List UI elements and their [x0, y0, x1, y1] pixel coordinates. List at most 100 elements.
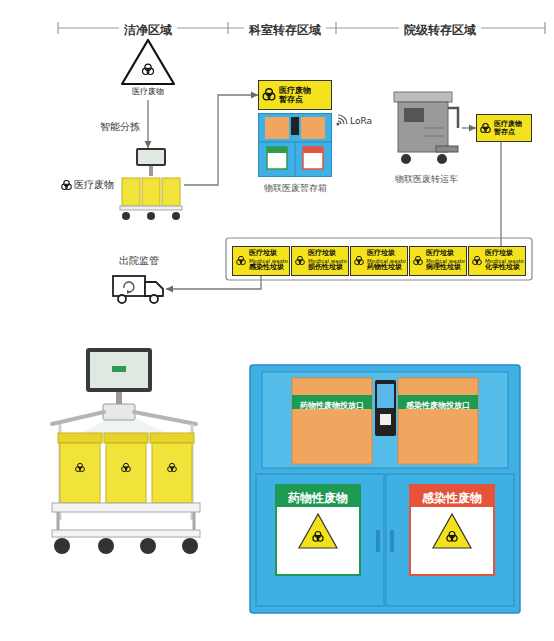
sorting-cart-illustration [106, 443, 146, 503]
label-wrap: 院级转存区域 [399, 19, 481, 38]
sorting-cart-illustration [98, 538, 114, 554]
biohazard-icon [479, 122, 492, 135]
truck-icon [127, 290, 131, 294]
storage-box [265, 117, 289, 139]
truck-icon [145, 282, 163, 296]
arrow-head [166, 286, 173, 293]
truck-icon [113, 276, 145, 296]
biohazard-icon [261, 87, 277, 103]
transfer-cart [394, 92, 452, 102]
storage-cabinet-illustration [256, 474, 384, 606]
storage-cabinet-illustration [276, 485, 360, 575]
wsign-node: 医疗垃圾Medical waste感染性垃圾 [232, 246, 290, 276]
wireless-icon [338, 118, 344, 124]
hazard-triangle [122, 40, 174, 84]
free-label: 感染性废物投放口 [406, 401, 470, 411]
sign-title: 感染性垃圾 [249, 264, 288, 272]
transfer-cart [390, 88, 462, 168]
hazard-triangle [143, 64, 154, 74]
biohazard-icon [62, 180, 71, 189]
wsign-node: 医疗垃圾Medical waste病理性垃圾 [409, 246, 467, 276]
truck-icon [124, 282, 134, 292]
transfer-cart [424, 136, 444, 137]
edge-label: 智能分拣 [98, 120, 142, 134]
storage-cabinet-illustration [292, 378, 372, 464]
node-heading: 物联医废转运车 [370, 173, 482, 186]
biohazard-icon [353, 255, 365, 267]
biohazard-icon [353, 255, 365, 267]
storage-box [259, 114, 332, 177]
sorting-cart-illustration [58, 433, 102, 443]
transfer-cart [404, 108, 424, 122]
cart-node: 医疗废物 [118, 148, 184, 222]
biohazard-icon [294, 255, 306, 267]
storage-box [295, 142, 296, 177]
storage-cabinet-illustration [447, 532, 457, 542]
storage-cabinet-illustration [410, 485, 494, 507]
sorting-cart-illustration [52, 503, 200, 512]
cab-node: 物联医废暂存箱 [258, 113, 332, 177]
arrow-head [469, 125, 476, 132]
biohazard-icon [235, 255, 247, 267]
label-wrap: 药物性废物 [288, 487, 348, 506]
flow-connector [147, 100, 148, 148]
sorting-cart-illustration [104, 433, 148, 443]
flow-connector [184, 95, 258, 185]
sorting-cart-illustration [168, 463, 177, 471]
region-ruler [335, 22, 336, 34]
sign-title: 医疗垃圾 [308, 250, 347, 258]
storage-cabinet-illustration [377, 384, 394, 408]
storage-box [267, 147, 287, 169]
label-wrap: 医疗废物 [74, 178, 114, 192]
sorting-cart-illustration [60, 443, 100, 503]
storage-cabinet-illustration [276, 485, 360, 507]
transfer-cart [448, 108, 458, 128]
storage-cabinet-illustration [376, 530, 380, 552]
biohazard-icon [355, 256, 364, 264]
truck-node: 出院监管 [112, 272, 166, 306]
sorting-cart-illustration [52, 412, 104, 424]
transfer-cart [398, 102, 448, 152]
storage-cabinet-illustration [262, 372, 508, 468]
storage-box [303, 147, 323, 153]
sign-text: 医疗废物 暂存点 [279, 86, 313, 104]
waste-bracket [226, 238, 532, 280]
sorting-cart-illustration [152, 443, 192, 503]
biohazard-icon [473, 256, 482, 264]
trans-node: 物联医废转运车 [390, 88, 462, 168]
sign-text: 医疗垃圾Medical waste损伤性垃圾 [308, 250, 347, 271]
sign-title: 医疗废物 暂存点 [494, 120, 524, 136]
transfer-cart [424, 128, 444, 129]
sign-title: 化学性垃圾 [485, 264, 524, 272]
sorting-cart [118, 148, 184, 222]
storage-cabinet-illustration [313, 532, 323, 542]
region-ruler [57, 22, 58, 34]
tri-node: 医疗废物 [118, 38, 178, 100]
free-label: 药物性废物 [288, 491, 348, 505]
biohazard-icon [237, 256, 246, 264]
label-wrap: 物联医废转运车 [370, 173, 482, 186]
waste-bracket [226, 238, 532, 280]
sign-title: 损伤性垃圾 [308, 264, 347, 272]
arrow-head [145, 141, 152, 148]
sorting-cart-illustration [112, 366, 126, 372]
truck-icon [112, 272, 166, 306]
label-wrap: 出院监管 [92, 254, 186, 268]
flow-connector [184, 92, 258, 186]
sign-text: 医疗垃圾Medical waste病理性垃圾 [426, 250, 465, 271]
wireless-icon [338, 115, 347, 124]
sorting-cart-illustration [54, 538, 70, 554]
storage-cabinet-illustration [433, 514, 471, 548]
label-wrap: 洁净区域 [119, 19, 177, 38]
sorting-cart-illustration [140, 538, 156, 554]
label-wrap: 感染性废物 [422, 487, 482, 506]
sign-text: 医疗垃圾Medical waste化学性垃圾 [485, 250, 524, 271]
flow-connector [166, 276, 261, 289]
storage-box [301, 117, 325, 139]
storage-cabinet-illustration [250, 365, 520, 613]
region-ruler [227, 22, 228, 34]
sign-text: 医疗废物 暂存点 [494, 120, 524, 136]
wireless-icon [337, 115, 347, 125]
biohazard-icon [412, 255, 424, 267]
